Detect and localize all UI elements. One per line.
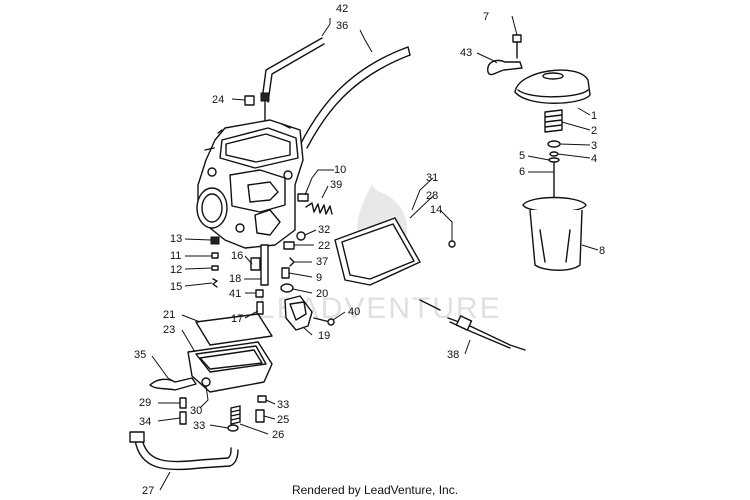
- part-19-choke-plunger: [284, 295, 313, 331]
- part-10-screw: [297, 193, 309, 202]
- part-11: [211, 252, 219, 259]
- part-18-tube: [260, 244, 269, 286]
- callout-35: 35: [134, 349, 146, 361]
- part-35-bracket: [149, 377, 197, 391]
- callout-13: 13: [170, 233, 182, 245]
- callout-39: 39: [330, 179, 342, 191]
- callout-33-second: 33: [193, 420, 205, 432]
- part-32: [296, 231, 306, 241]
- callout-38: 38: [447, 349, 459, 361]
- callout-32: 32: [318, 224, 330, 236]
- callout-2: 2: [591, 125, 597, 137]
- part-23-float-bowl: [187, 341, 273, 393]
- footer-credit: Rendered by LeadVenture, Inc.: [291, 483, 459, 497]
- part-26-spring: [230, 405, 241, 425]
- part-8-slide: [522, 196, 587, 271]
- callout-4: 4: [591, 153, 597, 165]
- part-12: [211, 265, 219, 271]
- callout-17: 17: [231, 313, 243, 325]
- callout-11: 11: [170, 250, 181, 262]
- part-22: [283, 241, 295, 250]
- part-33-a: [257, 395, 267, 403]
- callout-40: 40: [348, 306, 360, 318]
- part-14-screw: [448, 240, 456, 248]
- part-28-gasket: [334, 217, 421, 286]
- callout-24: 24: [212, 94, 224, 106]
- part-13: [210, 236, 220, 245]
- callout-9: 9: [316, 272, 322, 284]
- part-4: [549, 151, 559, 157]
- part-17: [256, 301, 264, 315]
- callout-26: 26: [272, 429, 284, 441]
- part-15: [212, 278, 218, 288]
- part-30: [201, 377, 211, 387]
- leader-lines: [151, 15, 599, 491]
- callout-42: 42: [336, 3, 348, 15]
- callout-29: 29: [139, 397, 151, 409]
- part-40-screw: [313, 317, 335, 326]
- callout-19: 19: [318, 330, 330, 342]
- part-27-drain-hose: [129, 431, 239, 471]
- callout-12: 12: [170, 264, 182, 276]
- callout-36: 36: [336, 20, 348, 32]
- choke-cable: [260, 37, 325, 161]
- part-43-bracket: [487, 59, 523, 76]
- part-41: [255, 289, 264, 298]
- part-25: [255, 409, 265, 423]
- callout-27: 27: [142, 485, 154, 497]
- callout-7: 7: [483, 11, 489, 23]
- callout-23: 23: [163, 324, 175, 336]
- callout-6: 6: [519, 166, 525, 178]
- callout-1: 1: [591, 110, 597, 122]
- carburetor-body: [196, 119, 304, 249]
- callout-28: 28: [426, 190, 438, 202]
- callout-15: 15: [170, 281, 182, 293]
- callout-21: 21: [163, 309, 175, 321]
- callout-22: 22: [318, 240, 330, 252]
- part-29: [179, 397, 187, 409]
- callout-43: 43: [460, 47, 472, 59]
- part-21-gasket: [195, 313, 273, 346]
- part-20: [280, 283, 294, 293]
- callout-8: 8: [599, 245, 605, 257]
- part-34: [179, 411, 187, 425]
- part-16: [250, 257, 261, 271]
- callout-3: 3: [591, 140, 597, 152]
- callout-25: 25: [277, 414, 289, 426]
- part-37: [289, 257, 295, 267]
- callout-30: 30: [190, 405, 202, 417]
- callout-5: 5: [519, 150, 525, 162]
- callout-34: 34: [139, 416, 151, 428]
- part-39-spring: [305, 202, 333, 215]
- part-3: [547, 140, 561, 148]
- callout-16: 16: [231, 250, 243, 262]
- callouts: 1 2 3 4 5 6 7 8 9 10 11 12 13 14 15 16 1…: [134, 3, 605, 497]
- part-24-cap: [244, 95, 255, 106]
- part-7-screw: [512, 34, 522, 59]
- part-33-b: [227, 424, 239, 432]
- callout-37: 37: [316, 256, 328, 268]
- part-9: [281, 267, 290, 279]
- fuel-line: [299, 46, 411, 149]
- callout-20: 20: [316, 288, 328, 300]
- callout-33: 33: [277, 399, 289, 411]
- callout-18: 18: [229, 273, 241, 285]
- callout-10: 10: [334, 164, 346, 176]
- callout-14: 14: [430, 204, 442, 216]
- part-38-cable: [419, 299, 526, 351]
- callout-41: 41: [229, 288, 241, 300]
- part-2-spring: [544, 109, 563, 133]
- callout-31: 31: [426, 172, 438, 184]
- part-1-top-cover: [514, 69, 591, 104]
